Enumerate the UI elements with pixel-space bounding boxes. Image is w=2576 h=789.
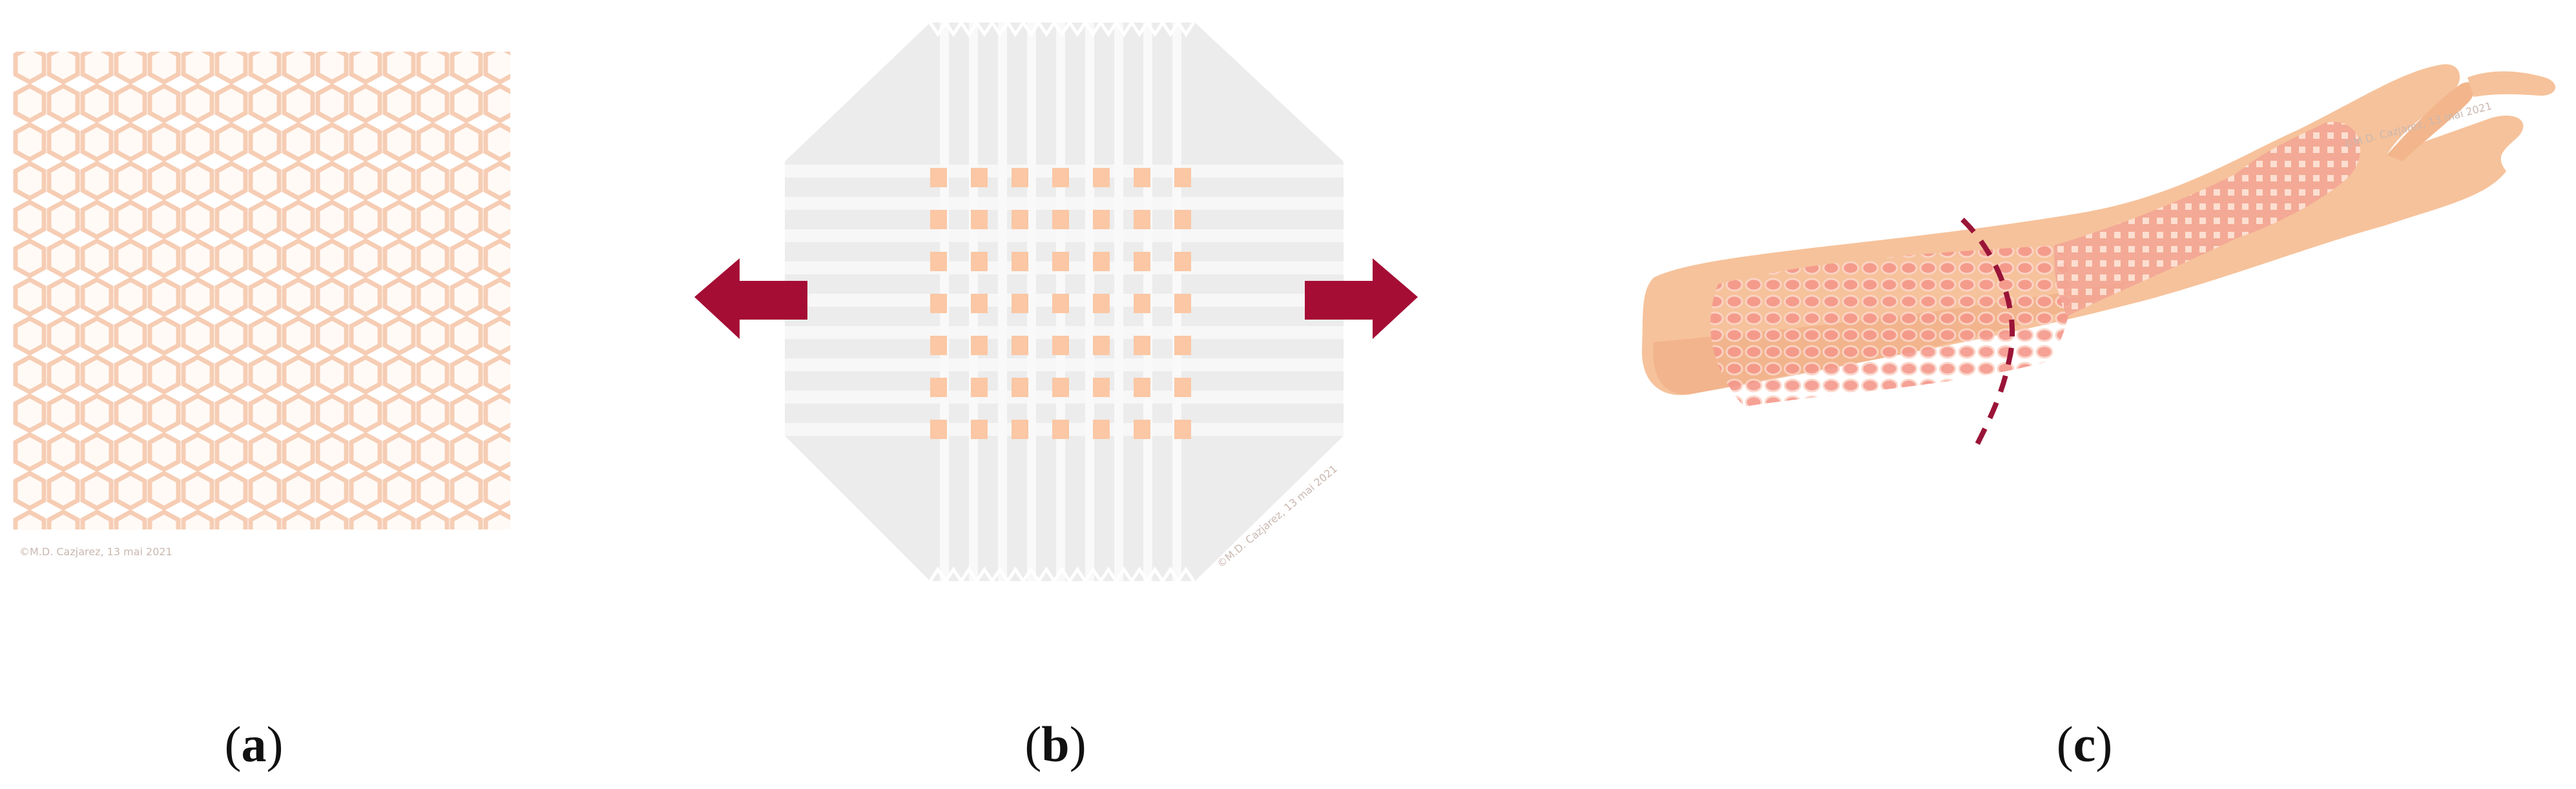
stretched-film-illustration: ©M.D. Cazjarez, 13 mai 2021 xyxy=(694,19,1418,584)
honeycomb-graft-area xyxy=(1710,245,2071,407)
caption-c: (c) xyxy=(2057,715,2113,774)
honeycomb-mesh-illustration: ©M.D. Cazjarez, 13 mai 2021 xyxy=(13,52,510,558)
caption-b-letter: b xyxy=(1041,716,1070,772)
thumb-shape xyxy=(2387,82,2475,161)
fingers-shape xyxy=(2467,71,2556,97)
caption-c-close-paren: ) xyxy=(2095,716,2113,772)
right-stretch-arrow-icon xyxy=(1305,258,1418,339)
caption-c-letter: c xyxy=(2073,716,2096,772)
film-top-edge xyxy=(928,19,1196,37)
square-mesh-graft-area xyxy=(2054,121,2361,316)
skin-square-grid xyxy=(930,168,1191,439)
caption-b-open-paren: ( xyxy=(1024,716,1042,772)
caption-a: (a) xyxy=(225,715,284,774)
forearm-graft-illustration: ©M.D. Cazjarez, 13 mai 2021 xyxy=(1641,64,2556,447)
left-stretch-arrow-icon xyxy=(694,258,807,339)
graft-boundary-dashed-line xyxy=(1960,218,2015,447)
caption-c-open-paren: ( xyxy=(2056,716,2073,772)
caption-a-letter: a xyxy=(241,716,267,772)
caption-b-close-paren: ) xyxy=(1069,716,1086,772)
caption-b: (b) xyxy=(1024,715,1086,774)
film-bottom-edge xyxy=(928,566,1196,584)
panel-a-credit: ©M.D. Cazjarez, 13 mai 2021 xyxy=(19,546,172,558)
panel-a-honeycomb-mesh: ©M.D. Cazjarez, 13 mai 2021 xyxy=(13,45,523,562)
panel-c-forearm-graft: ©M.D. Cazjarez, 13 mai 2021 xyxy=(1628,58,2571,523)
caption-a-open-paren: ( xyxy=(224,716,242,772)
caption-a-close-paren: ) xyxy=(266,716,284,772)
panel-b-stretched-film: ©M.D. Cazjarez, 13 mai 2021 xyxy=(685,13,1428,594)
